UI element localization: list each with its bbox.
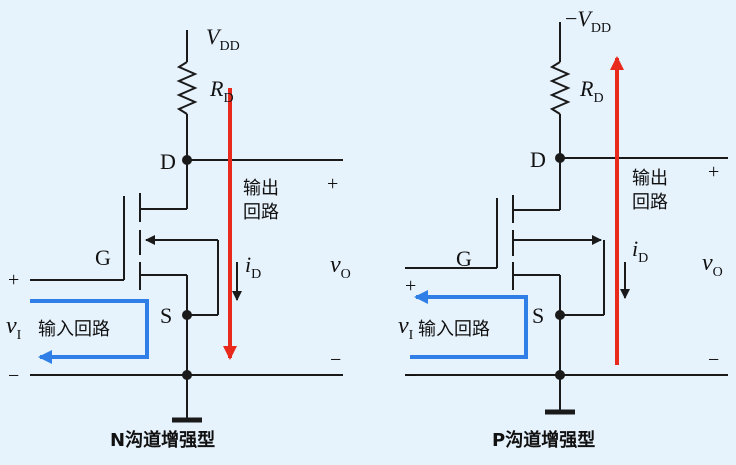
n-channel-circuit: VDD RD D G S 输出 回路 iD vO + − + − vI 输入回路… <box>6 24 351 451</box>
drain-label: D <box>530 147 546 172</box>
gate-label: G <box>456 246 472 271</box>
output-loop-label-line1: 输出 <box>243 178 279 199</box>
drain-resistor <box>549 61 571 115</box>
output-loop-label-line2: 回路 <box>243 202 279 223</box>
p-channel-circuit: −VDD RD D G S 输出 回路 iD vO + − + − vI 输入回… <box>398 6 728 451</box>
caption: P沟道增强型 <box>492 429 595 451</box>
input-voltage-label: vI <box>398 313 414 343</box>
gate-label: G <box>95 245 111 270</box>
drain-label: D <box>160 149 176 174</box>
input-loop-label: 输入回路 <box>38 319 110 340</box>
input-loop-label: 输入回路 <box>418 319 490 340</box>
drain-resistor <box>176 61 198 115</box>
drain-current-label: iD <box>245 252 261 282</box>
supply-label: VDD <box>206 24 240 54</box>
source-label: S <box>532 303 544 328</box>
output-plus: + <box>708 161 719 183</box>
output-plus: + <box>327 173 338 195</box>
caption: N沟道增强型 <box>110 429 215 451</box>
source-node <box>555 310 565 320</box>
drain-current-label: iD <box>632 236 648 266</box>
input-loop-arrow <box>410 290 528 359</box>
input-plus: + <box>8 269 19 291</box>
output-minus: − <box>708 349 719 371</box>
supply-label: −VDD <box>565 6 611 36</box>
resistor-label: RD <box>579 76 604 106</box>
output-minus: − <box>330 349 341 371</box>
output-voltage-label: vO <box>702 250 723 280</box>
input-minus: − <box>405 365 416 387</box>
resistor-label: RD <box>209 76 234 106</box>
output-loop-label-line1: 输出 <box>632 168 668 189</box>
input-loop-arrow <box>30 299 149 364</box>
output-loop-label-line2: 回路 <box>632 192 668 213</box>
source-node <box>182 310 192 320</box>
output-voltage-label: vO <box>330 252 351 282</box>
input-plus: + <box>405 275 416 297</box>
source-label: S <box>160 303 172 328</box>
input-minus: − <box>8 365 19 387</box>
input-voltage-label: vI <box>6 313 22 343</box>
